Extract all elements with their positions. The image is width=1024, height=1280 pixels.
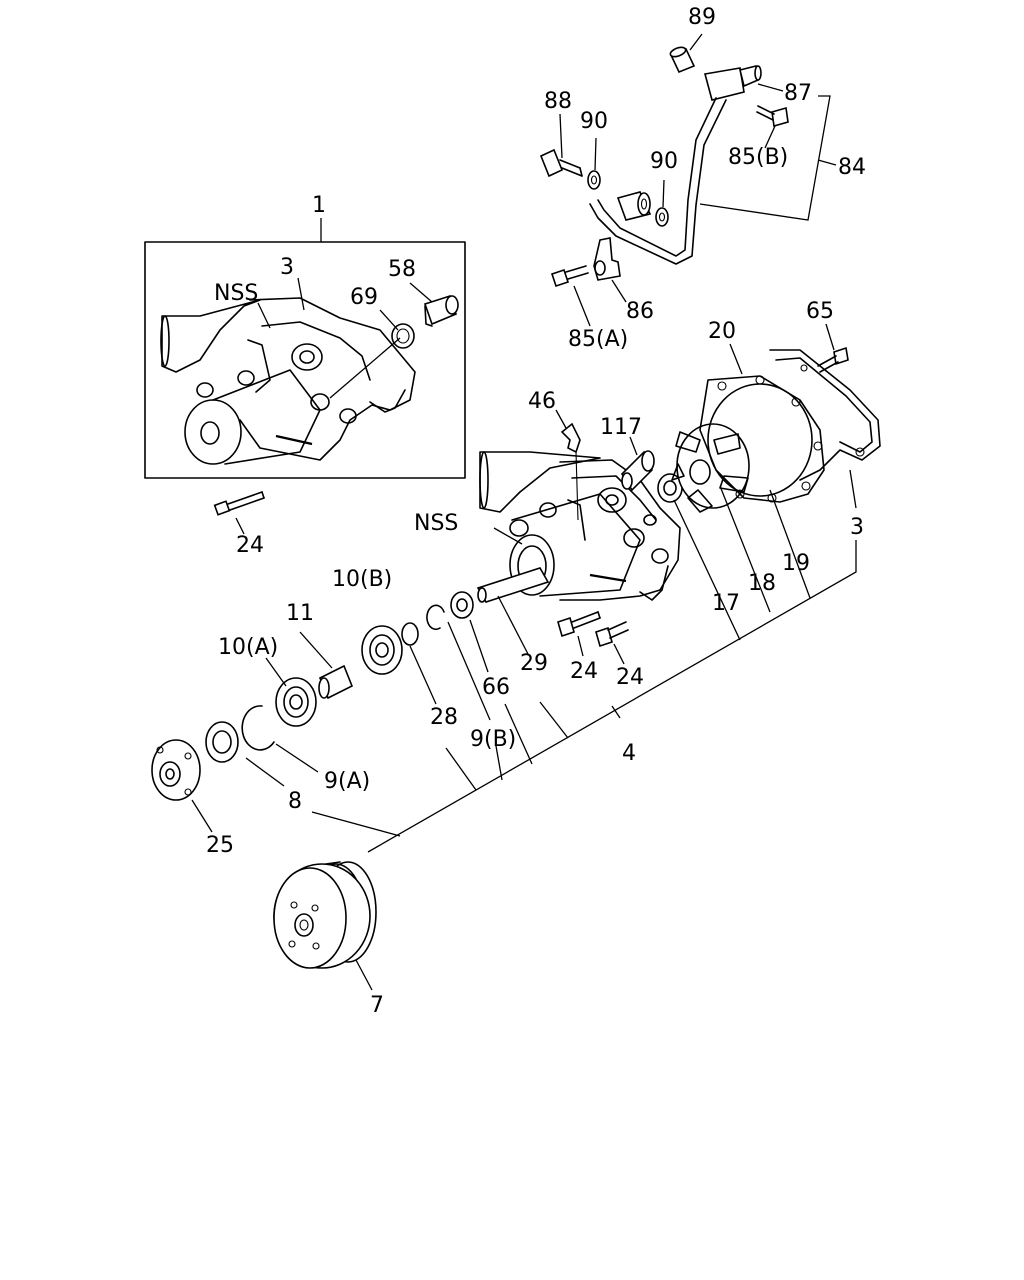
bolt-24-inset bbox=[213, 491, 265, 535]
ring-69 bbox=[391, 323, 415, 349]
label-10b: 10(B) bbox=[332, 567, 392, 592]
bolt-24-main-left bbox=[557, 611, 601, 638]
label-7: 7 bbox=[370, 993, 384, 1018]
label-117: 117 bbox=[600, 415, 642, 440]
bearing-66 bbox=[450, 591, 474, 619]
main-pump-body bbox=[479, 451, 681, 601]
label-1: 1 bbox=[312, 193, 326, 218]
label-88: 88 bbox=[544, 89, 572, 114]
inset-pump-body bbox=[160, 297, 416, 465]
spacer-11 bbox=[318, 664, 354, 700]
label-25: 25 bbox=[206, 833, 234, 858]
cap-89 bbox=[669, 46, 696, 74]
clip-86 bbox=[593, 237, 621, 281]
label-24-inset: 24 bbox=[236, 533, 264, 558]
snap-ring-9a bbox=[241, 705, 275, 751]
label-8: 8 bbox=[288, 789, 302, 814]
bolt-85a bbox=[550, 265, 589, 288]
label-86: 86 bbox=[626, 299, 654, 324]
label-11: 11 bbox=[286, 601, 314, 626]
assembly-inset bbox=[144, 218, 466, 479]
label-84: 84 bbox=[838, 155, 866, 180]
label-58: 58 bbox=[388, 257, 416, 282]
label-4: 4 bbox=[622, 741, 636, 766]
label-10a: 10(A) bbox=[218, 635, 278, 660]
shaft-29 bbox=[476, 567, 550, 603]
label-90-right: 90 bbox=[650, 149, 678, 174]
seal-8 bbox=[205, 721, 239, 763]
washer-90-left bbox=[587, 170, 601, 190]
gasket-20 bbox=[769, 349, 881, 481]
label-nss-main: NSS bbox=[414, 511, 458, 536]
label-24-main-right: 24 bbox=[616, 665, 644, 690]
label-3-main: 3 bbox=[850, 515, 864, 540]
label-69: 69 bbox=[350, 285, 378, 310]
label-66: 66 bbox=[482, 675, 510, 700]
fitting-87 bbox=[703, 65, 762, 101]
pulley-7 bbox=[273, 861, 377, 969]
label-87: 87 bbox=[784, 81, 812, 106]
washer-90-right bbox=[655, 207, 669, 227]
label-24-main-left: 24 bbox=[570, 659, 598, 684]
label-20: 20 bbox=[708, 319, 736, 344]
label-17: 17 bbox=[712, 591, 740, 616]
label-9b: 9(B) bbox=[470, 727, 516, 752]
bolt-85b bbox=[756, 105, 789, 128]
bolt-24-main-right bbox=[595, 621, 629, 648]
label-18: 18 bbox=[748, 571, 776, 596]
label-28: 28 bbox=[430, 705, 458, 730]
label-90-left: 90 bbox=[580, 109, 608, 134]
label-65: 65 bbox=[806, 299, 834, 324]
seal-17 bbox=[657, 473, 683, 503]
snap-ring-9b bbox=[426, 604, 445, 631]
bearing-10a bbox=[275, 677, 317, 727]
cover-plate-19 bbox=[699, 375, 825, 503]
label-9a: 9(A) bbox=[324, 769, 370, 794]
pipe-assembly bbox=[539, 33, 837, 327]
label-85a: 85(A) bbox=[568, 327, 628, 352]
label-85b: 85(B) bbox=[728, 145, 788, 170]
label-46: 46 bbox=[528, 389, 556, 414]
assembly-4-leaders bbox=[245, 469, 857, 853]
label-nss-inset: NSS bbox=[214, 281, 258, 306]
bearing-10b bbox=[361, 625, 403, 675]
label-3-inset: 3 bbox=[280, 255, 294, 280]
bolt-65 bbox=[817, 346, 849, 373]
plug-58 bbox=[423, 294, 459, 327]
part-labels: 1 3 NSS 58 69 24 89 87 88 90 90 85(B) 84… bbox=[206, 5, 866, 1018]
impeller-18 bbox=[671, 423, 750, 513]
fitting-117 bbox=[620, 450, 655, 492]
eye-bolt-88 bbox=[539, 148, 583, 178]
hub-25 bbox=[151, 739, 201, 801]
label-29: 29 bbox=[520, 651, 548, 676]
label-89: 89 bbox=[688, 5, 716, 30]
elbow-46 bbox=[560, 422, 581, 521]
eye-fitting bbox=[616, 191, 652, 221]
label-19: 19 bbox=[782, 551, 810, 576]
washer-28 bbox=[401, 622, 419, 646]
